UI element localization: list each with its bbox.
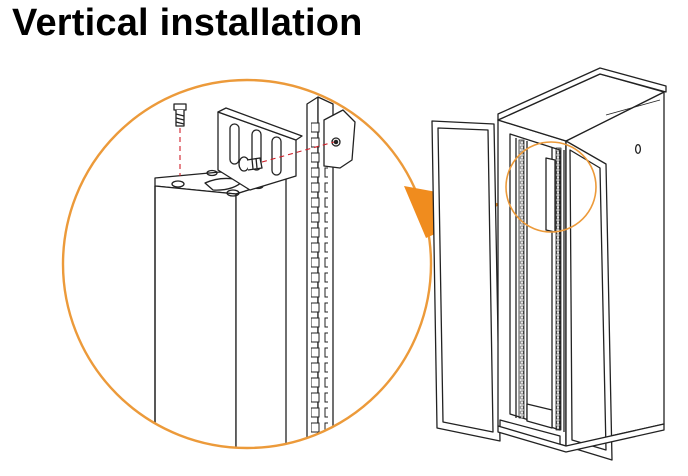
cabinet-right-door <box>565 140 613 461</box>
cabinet-zoom-circle <box>505 141 597 233</box>
screw-top <box>173 103 187 127</box>
screw-side <box>238 156 263 172</box>
pdu-mounted <box>545 157 556 233</box>
pdu-body <box>154 169 287 448</box>
cabinet-illustration <box>431 67 667 461</box>
mounting-bracket <box>217 107 303 191</box>
page-title: Vertical installation <box>12 2 363 44</box>
rack-rail-strip <box>306 96 356 448</box>
zoom-detail <box>61 78 433 450</box>
cabinet-left-door <box>431 120 501 442</box>
alignment-lines <box>179 128 335 176</box>
magnifier-circle <box>61 78 433 450</box>
